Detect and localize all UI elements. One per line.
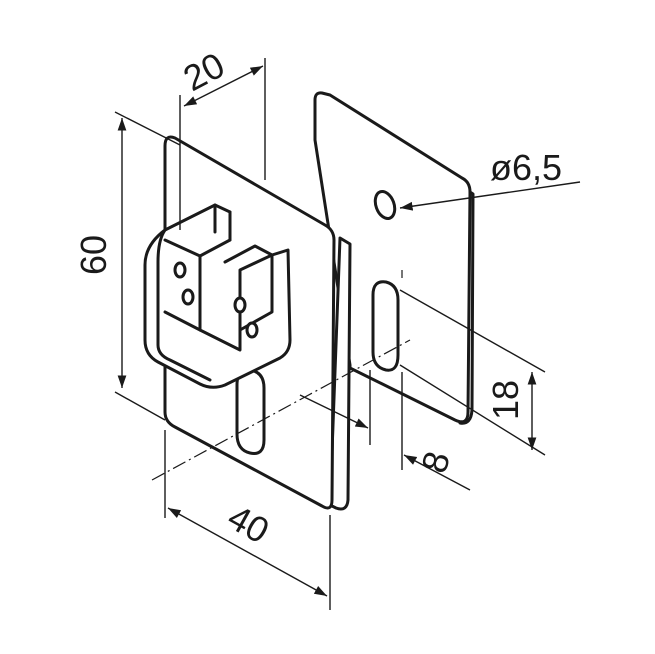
slot-length-label: 18 (485, 380, 526, 420)
bracket-hole (233, 296, 247, 314)
slot-width-arrow-right (403, 454, 471, 491)
bracket-hole (173, 261, 187, 279)
width-dimension-line (167, 507, 328, 597)
slot-width-label: 8 (413, 447, 458, 477)
bracket-hole (245, 321, 259, 339)
depth-label: 20 (177, 44, 232, 99)
hole-diameter-label: ø6,5 (490, 147, 562, 188)
u-bracket (143, 203, 292, 389)
bracket-hole (181, 288, 195, 306)
hole-leader-line (399, 181, 581, 211)
back-slot (371, 280, 400, 372)
center-line (151, 339, 411, 481)
mounting-hole (373, 189, 397, 221)
slot-width-arrow-left (299, 394, 369, 429)
extension-lines (114, 58, 546, 610)
back-plate (313, 91, 475, 425)
width-label: 40 (221, 496, 276, 551)
height-label: 60 (73, 235, 114, 275)
depth-dimension-line (183, 65, 264, 107)
front-slot (235, 368, 266, 455)
